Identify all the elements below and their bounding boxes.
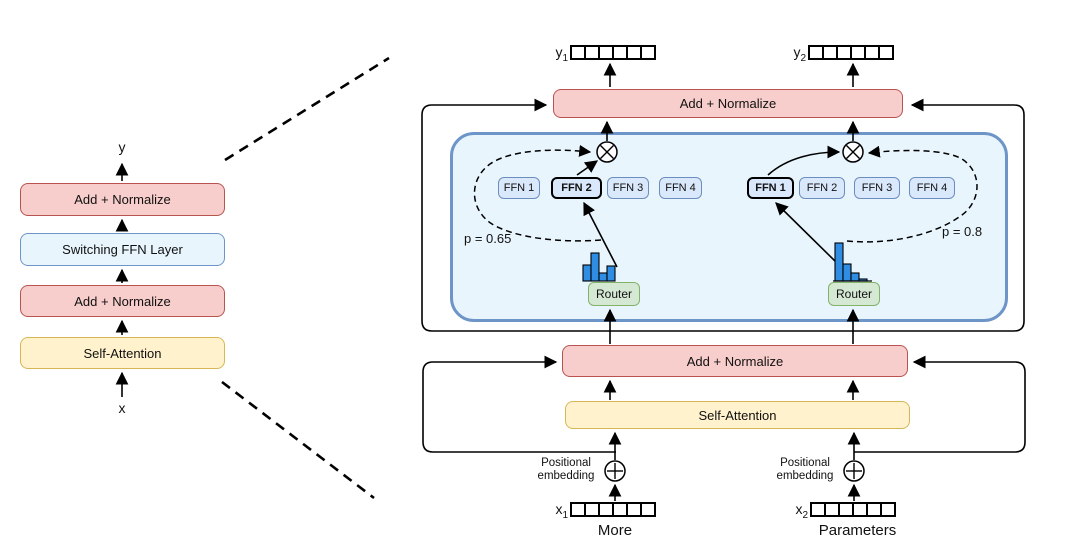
probability-label-right: p = 0.8 [942,224,983,239]
router-histogram-right [834,242,868,282]
block-add-normalize-upper: Add + Normalize [20,183,225,216]
plus-circle-icon-left [604,460,626,482]
ffn-1-right-token-selected: FFN 1 [747,177,794,199]
block-self-attention: Self-Attention [20,337,225,369]
input-x1-vector [570,502,656,517]
gate-probability-curves [473,144,978,243]
ffn-4-right-token: FFN 4 [909,177,955,199]
positional-embedding-label-right: Positional embedding [776,457,834,482]
input-x1-label: x1 [555,501,568,521]
ffn-1-left-token: FFN 1 [498,177,540,199]
routing-arrows [576,145,841,268]
attention-residual-connection [422,355,1026,453]
multiply-circle-icon-left [596,141,618,163]
input-token-word-left: More [597,522,633,539]
probability-label-left: p = 0.65 [464,231,512,246]
input-token-word-right: Parameters [818,522,897,539]
router-right: Router [828,282,880,306]
left-input-label: x [118,400,126,416]
ffn-2-right-token: FFN 2 [799,177,845,199]
ffn-3-left-token: FFN 3 [607,177,649,199]
zoom-connector-lines [221,56,390,500]
flow-arrows [600,62,861,501]
router-left: Router [588,282,640,306]
ffn-2-left-token-selected: FFN 2 [551,177,602,199]
ffn-residual-connection [421,98,1025,332]
output-y2-vector [808,45,894,60]
left-output-label: y [118,139,126,155]
input-x2-label: x2 [795,501,808,521]
multiply-circle-icon-right [842,141,864,163]
plus-circle-icon-right [843,460,865,482]
ffn-4-left-token: FFN 4 [659,177,702,199]
block-add-normalize-lower: Add + Normalize [20,285,225,317]
add-normalize-mid: Add + Normalize [562,345,908,377]
output-y2-label: y2 [793,44,806,64]
add-normalize-top: Add + Normalize [553,89,903,118]
positional-embedding-label-left: Positional embedding [537,457,595,482]
output-y1-vector [570,45,656,60]
switching-ffn-layer-container [450,132,1008,322]
router-histogram-left [582,252,616,282]
self-attention-box: Self-Attention [565,401,910,429]
output-y1-label: y1 [555,44,568,64]
input-x2-vector [810,502,896,517]
ffn-3-right-token: FFN 3 [854,177,900,199]
block-switching-ffn-layer: Switching FFN Layer [20,233,225,266]
